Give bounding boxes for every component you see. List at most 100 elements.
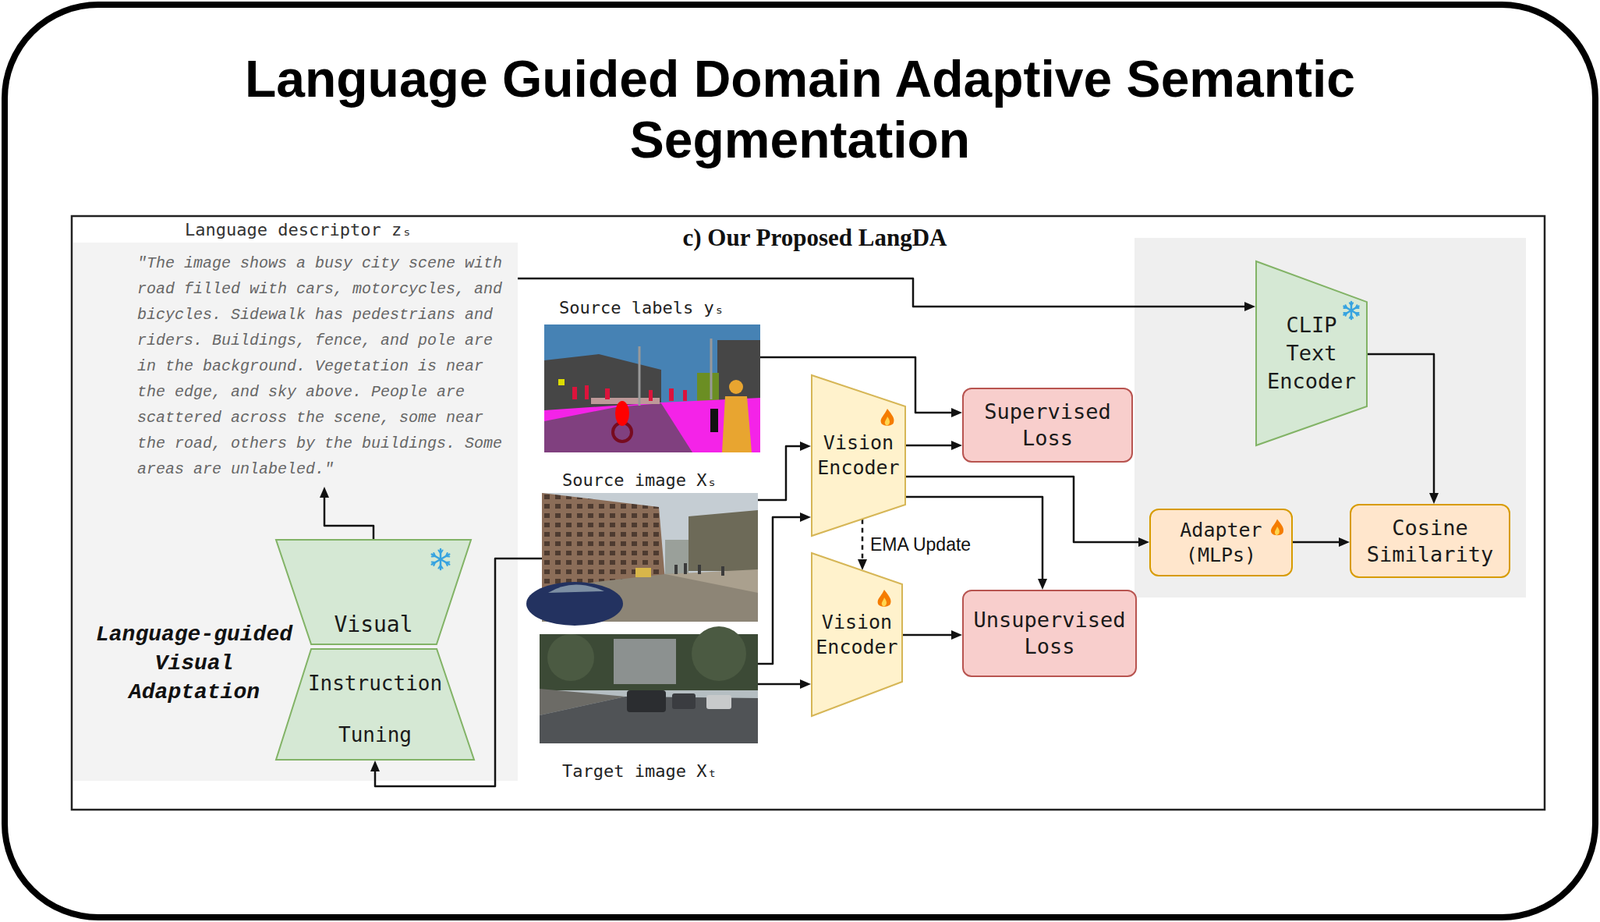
- connector-line: [906, 444, 953, 447]
- flame-icon: [1270, 519, 1284, 536]
- connector: [1367, 353, 1439, 504]
- encoder-trapezoid: Vision Encoder: [810, 374, 907, 537]
- pole-region: [710, 338, 713, 400]
- connector-line: [757, 683, 801, 686]
- instruction-trapezoid: Instruction Tuning: [275, 647, 475, 761]
- connector-line: [861, 519, 864, 560]
- car: [626, 690, 666, 712]
- panel-heading: Language descriptor zₛ: [184, 218, 518, 242]
- pedestrian: [674, 564, 678, 574]
- image-caption: Source labels yₛ: [559, 297, 761, 319]
- similarity-box: Cosine Similarity: [1349, 503, 1511, 578]
- snowflake-icon: [1343, 307, 1347, 309]
- flame-icon: [877, 589, 892, 607]
- unlabeled-region: [710, 408, 719, 432]
- connector-line: [1292, 541, 1340, 544]
- source-photo: [526, 492, 758, 626]
- person-region: [584, 385, 589, 400]
- label-wrap: c) Our Proposed LangDA: [658, 223, 971, 252]
- arrowhead: [857, 559, 868, 570]
- arrowhead: [370, 760, 380, 772]
- node-label: Visual: [295, 612, 452, 638]
- building: [665, 539, 689, 575]
- snowflake-icon: [1355, 304, 1358, 308]
- module-name: Language-guided Visual Adaptation: [92, 619, 297, 707]
- connector-line: [757, 446, 801, 500]
- node-outline: [276, 539, 471, 645]
- arrowhead: [1037, 578, 1048, 590]
- snowflake-icon: [431, 555, 436, 557]
- connector: [902, 630, 963, 640]
- tree: [691, 626, 747, 681]
- figure-frame: [71, 215, 1545, 810]
- node-label: Vision Encoder: [814, 430, 904, 481]
- node-label: Cosine Similarity: [1359, 514, 1501, 568]
- flame-icon: [884, 416, 890, 425]
- node-label: Supervised Loss: [971, 398, 1124, 452]
- node-outline: [811, 375, 906, 536]
- figure-heading: c) Our Proposed LangDA: [658, 223, 971, 252]
- person-region: [683, 389, 687, 401]
- arrowhead: [1429, 492, 1439, 504]
- person-highlight: [729, 379, 744, 394]
- loss-box: Unsupervised Loss: [962, 589, 1137, 677]
- arrowhead: [800, 679, 811, 689]
- car: [526, 581, 624, 626]
- node-label: CLIP Text Encoder: [1264, 311, 1359, 396]
- connector: [757, 679, 811, 689]
- pedestrian: [697, 564, 701, 574]
- flame-icon: [881, 597, 887, 606]
- text-encoder-trapezoid: CLIP Text Encoder: [1255, 260, 1368, 447]
- edge-label-wrap: EMA Update: [870, 534, 971, 555]
- arrowhead: [1244, 301, 1256, 312]
- connector: [757, 512, 811, 664]
- pedestrian: [683, 562, 687, 574]
- node-label: Instruction Tuning: [304, 657, 446, 761]
- left-panel-ground: [73, 242, 518, 781]
- connector-line: [757, 516, 801, 664]
- car: [706, 694, 732, 709]
- encoder-trapezoid: Vision Encoder: [810, 552, 903, 717]
- node-label: Adapter (MLPs): [1162, 517, 1280, 568]
- source-labels-image: Source labels yₛ: [544, 324, 761, 453]
- source-image: Source image Xₛ: [541, 492, 758, 622]
- snowflake-icon: [440, 565, 443, 569]
- sky-region: [544, 324, 761, 453]
- snowflake-icon: [431, 554, 450, 565]
- edge-label: EMA Update: [870, 534, 971, 555]
- flame-icon: [881, 408, 895, 426]
- flame-icon: [1274, 526, 1280, 535]
- person-region: [605, 388, 610, 400]
- snowflake-icon: [446, 561, 450, 563]
- person-region: [572, 386, 577, 400]
- building: [688, 509, 758, 571]
- arrowhead: [951, 407, 963, 418]
- arrowhead: [1338, 537, 1350, 547]
- arrowhead: [800, 441, 811, 451]
- car: [672, 693, 696, 709]
- sidewalk: [665, 569, 758, 593]
- connector: [319, 486, 374, 539]
- building: [613, 638, 677, 684]
- connector: [906, 440, 963, 450]
- pedestrian: [721, 566, 725, 576]
- flame-icon: [881, 408, 895, 426]
- tree: [547, 633, 595, 681]
- connector-line: [324, 496, 374, 539]
- image-caption: Target image Xₜ: [562, 760, 758, 783]
- node-outline: [811, 552, 903, 716]
- node-outline: [1256, 261, 1367, 446]
- loss-box: Supervised Loss: [962, 387, 1133, 463]
- arrowhead: [951, 440, 963, 450]
- source-label-map: [544, 324, 761, 453]
- arrowhead: [319, 486, 330, 498]
- label-wrap: Language-guided Visual Adaptation: [92, 619, 297, 707]
- descriptor-text: "The image shows a busy city scene with …: [137, 250, 515, 482]
- flame-icon: [877, 589, 892, 607]
- person-highlight: [722, 396, 752, 453]
- node-label: Unsupervised Loss: [971, 606, 1128, 660]
- arrowhead: [800, 512, 811, 522]
- connector-line: [1367, 353, 1434, 494]
- connector-line: [906, 476, 1140, 542]
